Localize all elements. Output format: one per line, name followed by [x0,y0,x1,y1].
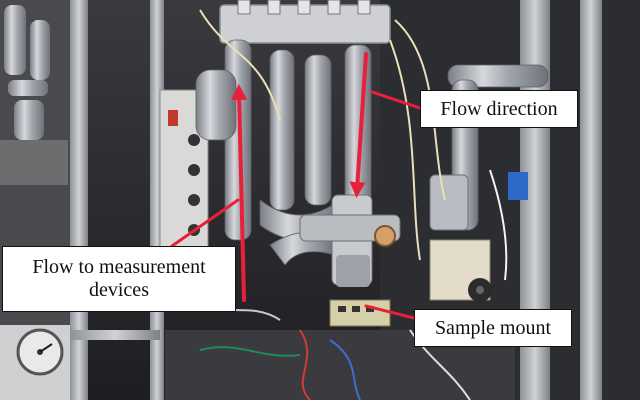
arrow-flow-up [231,84,248,302]
pressure-gauge-icon [16,328,64,376]
frame-post-right-2 [580,0,602,400]
leader-measurement [170,198,240,248]
cables [179,9,508,400]
leader-flow-direction [370,90,422,110]
frame-bar-bottom [70,330,160,340]
left-rack-foil-pipes [4,5,50,140]
label-sample-mount: Sample mount [414,309,572,347]
leader-sample-mount [364,304,416,320]
valve-knob-icon [468,278,492,302]
label-flow-direction: Flow direction [420,90,578,128]
blue-monitor-screen [508,172,528,200]
left-rack-panel [0,140,68,185]
annotation-arrows [170,52,422,320]
arrow-flow-down [349,52,368,198]
sample-mount-board [329,299,391,327]
manifold-fittings [237,0,371,15]
label-flow-to-measurement: Flow to measurement devices [2,246,236,312]
central-chamber [299,194,401,287]
